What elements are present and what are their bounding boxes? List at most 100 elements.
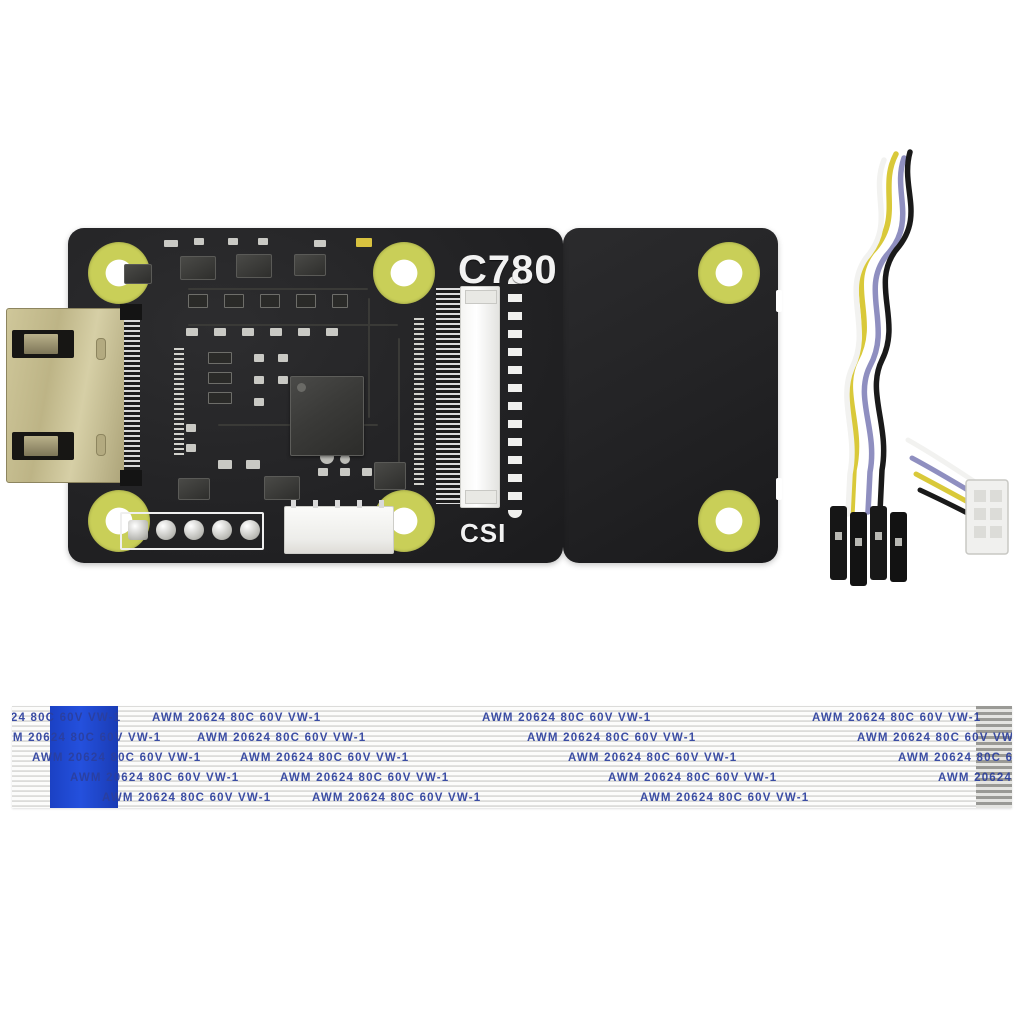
smd-passive bbox=[242, 328, 254, 336]
pcb-pin-row bbox=[414, 318, 424, 488]
hdmi-mouth-upper bbox=[12, 330, 74, 358]
ribbon-marking: AWM 20624 80C 60V VW-1 bbox=[898, 752, 1012, 764]
gpio-pad-1[interactable] bbox=[128, 520, 148, 540]
smd-passive bbox=[326, 328, 338, 336]
board-notch-bottom bbox=[776, 478, 782, 500]
csi-ffc-connector[interactable] bbox=[460, 286, 500, 508]
smd-passive bbox=[278, 376, 288, 384]
smd-passive bbox=[270, 328, 282, 336]
ribbon-body bbox=[12, 706, 1012, 808]
ribbon-marking: AWM 20624 80C 60V VW-1 bbox=[938, 772, 1012, 784]
main-bridge-ic bbox=[290, 376, 364, 456]
dupont-housing-1 bbox=[830, 506, 847, 580]
smd-ic bbox=[236, 254, 272, 278]
smd-passive bbox=[298, 328, 310, 336]
gpio-pad-5[interactable] bbox=[240, 520, 260, 540]
mounting-hole-bottom-right bbox=[698, 490, 760, 552]
pcb-trace bbox=[368, 298, 370, 418]
ribbon-marking: AWM 20624 80C 60V VW-1 bbox=[197, 732, 367, 744]
ribbon-marking: AWM 20624 80C 60V VW-1 bbox=[640, 792, 810, 804]
hdmi-slot-lower bbox=[96, 434, 106, 456]
test-point bbox=[340, 454, 350, 464]
ribbon-stiffener bbox=[50, 706, 118, 808]
hdmi-pin-row bbox=[124, 320, 140, 470]
smd-ic bbox=[294, 254, 326, 276]
ribbon-marking: AWM 20624 80C 60V VW-1 bbox=[102, 792, 272, 804]
smd-passive bbox=[186, 424, 196, 432]
mounting-hole-top-middle bbox=[373, 242, 435, 304]
csi-connector-pin-row bbox=[436, 288, 460, 504]
smd-passive bbox=[296, 294, 316, 308]
ribbon-marking: AWM 20624 80C 60V VW-1 bbox=[12, 732, 162, 744]
gpio-header[interactable] bbox=[120, 512, 264, 550]
smd-passive bbox=[188, 294, 208, 308]
smd-ic bbox=[178, 478, 210, 500]
hdmi-to-csi-adapter-board: C780 CSI bbox=[6, 228, 782, 563]
ribbon-marking: AWM 20624 80C 60V VW-1 bbox=[152, 712, 322, 724]
jumper-wire-black bbox=[873, 149, 914, 515]
hdmi-solder-tab-bottom bbox=[120, 470, 142, 486]
smd-passive bbox=[208, 352, 232, 364]
ribbon-marking: AWM 20624 80C 60V VW-1 bbox=[608, 772, 778, 784]
ribbon-contacts bbox=[976, 706, 1012, 808]
ribbon-marking: AWM 20624 80C 60V VW-1 bbox=[32, 752, 202, 764]
mounting-hole-top-right bbox=[698, 242, 760, 304]
jumper-wire-purple bbox=[861, 155, 907, 515]
ribbon-marking: AWM 20624 80C 60V VW-1 bbox=[12, 712, 122, 724]
fpc-connector-tabs bbox=[291, 500, 387, 508]
hdmi-mouth-lower bbox=[12, 432, 74, 460]
dupont-housing-3 bbox=[870, 506, 887, 580]
smd-passive bbox=[254, 354, 264, 362]
jumper-wire-svg bbox=[830, 149, 1009, 586]
smd-passive bbox=[332, 294, 348, 308]
smd-passive bbox=[314, 240, 326, 247]
hdmi-port[interactable] bbox=[6, 304, 142, 486]
board-edge-via-row bbox=[508, 276, 522, 518]
smd-passive bbox=[340, 468, 350, 476]
smd-passive bbox=[208, 372, 232, 384]
smd-passive bbox=[318, 468, 328, 476]
board-notch-top bbox=[776, 290, 782, 312]
pcb-trace bbox=[188, 324, 398, 326]
ribbon-marking: AWM 20624 80C 60V VW-1 bbox=[812, 712, 982, 724]
pcb-pin-row bbox=[174, 348, 184, 458]
dupont-contact-4 bbox=[895, 538, 902, 546]
smd-passive bbox=[254, 376, 264, 384]
ribbon-marking: AWM 20624 80C 60V VW-1 bbox=[857, 732, 1012, 744]
smd-ic bbox=[124, 264, 152, 284]
ribbon-marking-layer: AWM 20624 80C 60V VW-1 AWM 20624 80C 60V… bbox=[12, 706, 1012, 808]
4-pin-jumper-wire-assembly bbox=[800, 140, 1015, 590]
smd-led bbox=[356, 238, 372, 247]
smd-passive bbox=[258, 238, 268, 245]
ribbon-marking: AWM 20624 80C 60V VW-1 bbox=[280, 772, 450, 784]
smd-passive bbox=[362, 468, 372, 476]
gpio-pad-2[interactable] bbox=[156, 520, 176, 540]
gpio-pad-4[interactable] bbox=[212, 520, 232, 540]
smd-passive bbox=[278, 354, 288, 362]
ribbon-marking: AWM 20624 80C 60V VW-1 bbox=[312, 792, 482, 804]
csi-connector-latch-top bbox=[465, 290, 497, 304]
smd-ic bbox=[264, 476, 300, 500]
hdmi-solder-tab-top bbox=[120, 304, 142, 320]
dupont-contact-1 bbox=[835, 532, 842, 540]
ffc-ribbon-cable: AWM 20624 80C 60V VW-1 AWM 20624 80C 60V… bbox=[12, 706, 1012, 808]
gpio-pad-3[interactable] bbox=[184, 520, 204, 540]
ribbon-marking: AWM 20624 80C 60V VW-1 bbox=[568, 752, 738, 764]
smd-passive bbox=[218, 460, 232, 469]
board-model-label: C780 bbox=[458, 248, 558, 292]
smd-passive bbox=[164, 240, 178, 247]
smd-passive bbox=[246, 460, 260, 469]
smd-passive bbox=[214, 328, 226, 336]
jumper-wire-white bbox=[844, 157, 887, 517]
jumper-wire-yellow bbox=[847, 151, 899, 515]
smd-passive bbox=[194, 238, 204, 245]
smd-ic bbox=[180, 256, 216, 280]
smd-passive bbox=[208, 392, 232, 404]
hdmi-slot-upper bbox=[96, 338, 106, 360]
dupont-housing-4 bbox=[890, 512, 907, 582]
board-csi-label: CSI bbox=[460, 518, 507, 548]
fpc-bottom-connector[interactable] bbox=[284, 500, 394, 554]
smd-passive bbox=[186, 328, 198, 336]
crystal-oscillator bbox=[374, 462, 406, 490]
